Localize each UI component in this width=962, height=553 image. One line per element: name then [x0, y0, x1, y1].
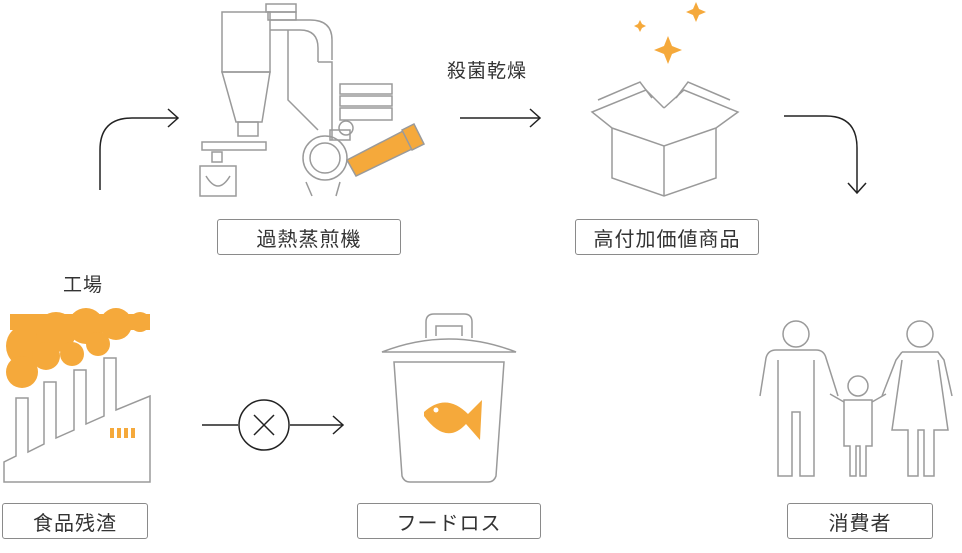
label-factory: 工場 [63, 274, 104, 296]
food-machine-icon [199, 3, 393, 197]
arrow-residue-blocked [202, 399, 345, 451]
label-consumer: 消費者 [787, 503, 933, 539]
label-product: 高付加価値商品 [575, 219, 759, 255]
label-food-loss: フードロス [357, 503, 541, 539]
factory-smoke [6, 308, 150, 388]
family-icon [759, 320, 953, 477]
factory-windows [110, 428, 135, 438]
label-sterilize: 殺菌乾燥 [447, 60, 528, 82]
fish-icon [424, 400, 482, 440]
trash-can-icon [381, 313, 517, 483]
factory-icon [3, 357, 151, 483]
machine-feeder [345, 122, 426, 177]
label-machine: 過熱蒸煎機 [217, 219, 401, 255]
arrow-machine-to-product [460, 108, 542, 128]
sparkle-icons [634, 2, 706, 64]
arrow-product-to-consumer [784, 115, 867, 195]
arrow-factory-to-machine [99, 108, 180, 190]
gift-box-icon [590, 81, 740, 197]
label-residue: 食品残渣 [2, 503, 148, 539]
cross-circle-icon [238, 399, 290, 451]
